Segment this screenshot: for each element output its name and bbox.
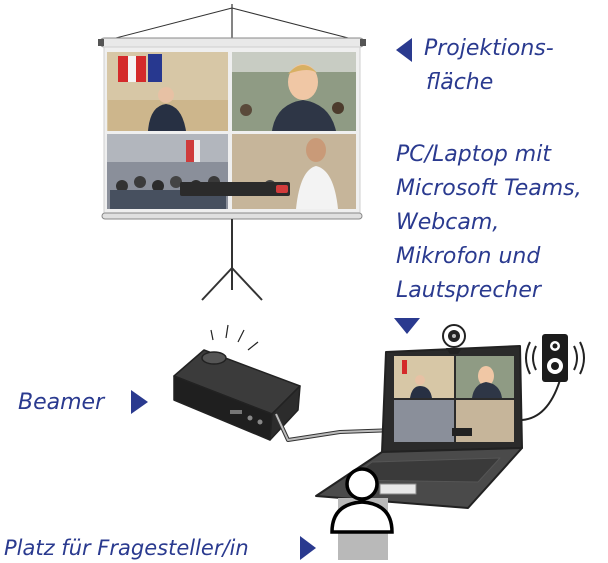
arrow-left-icon	[396, 38, 412, 62]
pc-label-line5: Lautsprecher	[396, 278, 541, 303]
questioner-label: Platz für Fragesteller/in	[4, 536, 249, 560]
arrow-right-icon	[300, 536, 316, 560]
projection-screen	[98, 4, 366, 301]
pc-label-line1: PC/Laptop mit	[396, 142, 551, 167]
webcam-icon	[442, 324, 466, 354]
projection-label-line1: Projektions-	[424, 36, 554, 61]
pc-label-line4: Mikrofon und	[396, 244, 541, 269]
speaker-icon	[525, 334, 585, 382]
beamer	[173, 324, 397, 442]
arrow-down-icon	[394, 318, 420, 334]
person-icon	[330, 467, 394, 560]
pc-label-line3: Webcam,	[396, 210, 500, 235]
pc-label-line2: Microsoft Teams,	[396, 176, 582, 201]
arrow-right-icon	[131, 390, 148, 414]
projection-label-line2: fläche	[426, 70, 494, 95]
beamer-label: Beamer	[18, 390, 105, 415]
